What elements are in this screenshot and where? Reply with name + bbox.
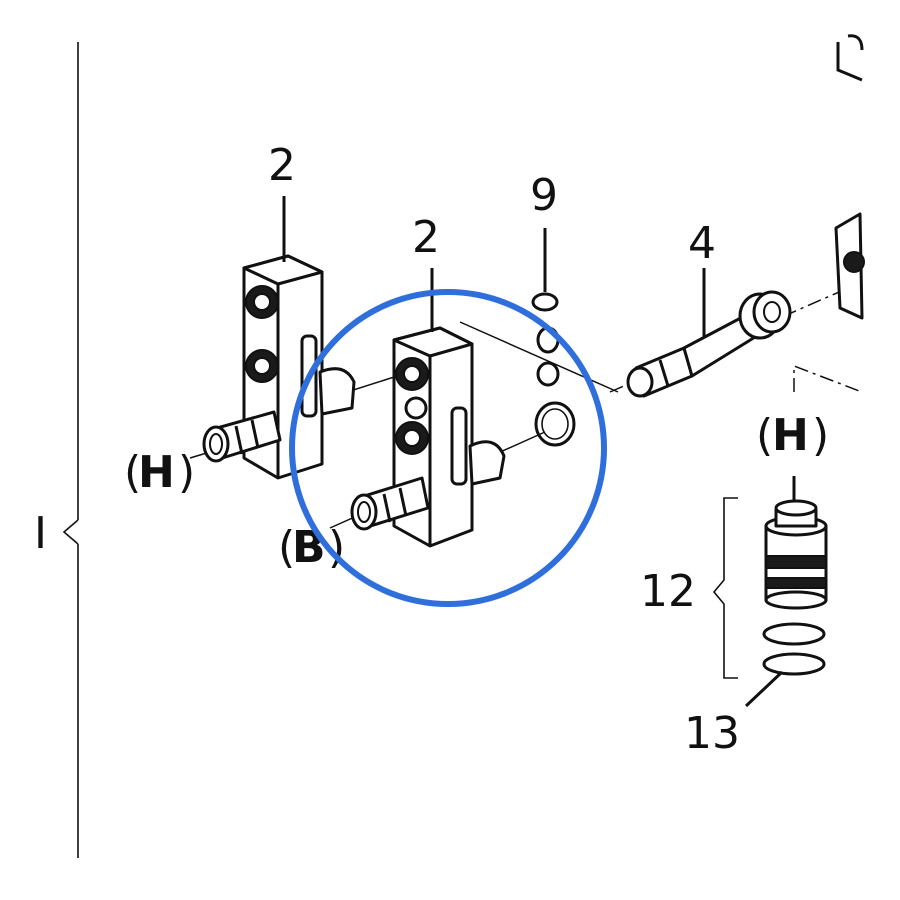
svg-text:(: ( [278, 522, 295, 573]
top-right-fragment [836, 34, 864, 82]
insert-12 [764, 499, 828, 610]
port-label-H-right: ( H ) [756, 410, 829, 461]
valve-block-center [350, 326, 506, 548]
svg-text:): ) [178, 447, 195, 498]
svg-text:(: ( [756, 410, 773, 461]
group-brace-I: I [34, 42, 79, 858]
group-label-I: I [34, 508, 47, 559]
o-ring-13 [762, 622, 826, 676]
svg-text:H: H [772, 410, 809, 461]
label-part-13: 13 [684, 708, 740, 759]
port-label-H-left: ( H ) [124, 447, 195, 498]
label-part-2-center: 2 [412, 212, 440, 263]
right-housing-fragment [834, 212, 865, 320]
svg-text:): ) [812, 410, 829, 461]
label-part-2-left: 2 [268, 140, 296, 191]
svg-text:B: B [292, 522, 326, 573]
highlight-circle [289, 289, 607, 607]
label-part-4: 4 [688, 218, 716, 269]
valve-block-left [202, 254, 356, 480]
label-part-12: 12 [640, 566, 696, 617]
leader-lines [282, 196, 796, 708]
label-part-9: 9 [530, 170, 558, 221]
svg-text:H: H [138, 447, 175, 498]
svg-text:(: ( [124, 447, 141, 498]
valve-stem-4 [626, 290, 792, 398]
bracket-12 [712, 497, 738, 679]
